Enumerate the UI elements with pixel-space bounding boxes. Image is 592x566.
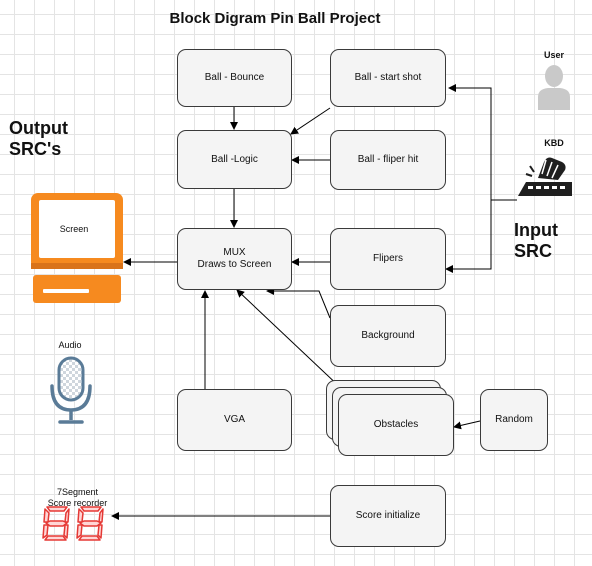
edge-background-to-mux: [266, 287, 331, 319]
block-ball-start-shot: Ball - start shot: [330, 49, 446, 107]
audio-label: Audio: [58, 340, 82, 350]
edge-random-to-obstacles: [453, 420, 481, 430]
input-label: Input SRC: [514, 220, 558, 261]
edge-input-bus-startshot: [448, 84, 492, 200]
edge-obstacles-to-mux: [236, 289, 344, 391]
block-background: Background: [330, 305, 446, 367]
seven-segment-icon: [42, 506, 104, 541]
user-label: User: [543, 50, 564, 60]
edge-input-bus-flipers: [445, 200, 492, 273]
edge-startshot-to-logic: [290, 107, 331, 135]
block-score-initialize: Score initialize: [330, 485, 446, 547]
keyboard-hand-icon: [518, 157, 572, 196]
screen-label: Screen: [59, 224, 89, 234]
block-flipers: Flipers: [330, 228, 446, 290]
block-obstacles: Obstacles: [338, 394, 454, 456]
block-random: Random: [480, 389, 548, 451]
kbd-label: KBD: [544, 138, 564, 148]
block-vga: VGA: [177, 389, 292, 451]
block-ball-fliper-hit: Ball - fliper hit: [330, 130, 446, 190]
user-icon: [538, 65, 570, 110]
output-label: Output SRC's: [9, 118, 68, 159]
microphone-icon: [50, 356, 92, 424]
diagram-title: Block Digram Pin Ball Project: [169, 10, 381, 27]
seven-segment-label: 7Segment Score recorder: [47, 487, 108, 508]
block-mux: MUX Draws to Screen: [177, 228, 292, 290]
block-ball-bounce: Ball - Bounce: [177, 49, 292, 107]
computer-icon: [31, 193, 123, 303]
block-ball-logic: Ball -Logic: [177, 130, 292, 189]
